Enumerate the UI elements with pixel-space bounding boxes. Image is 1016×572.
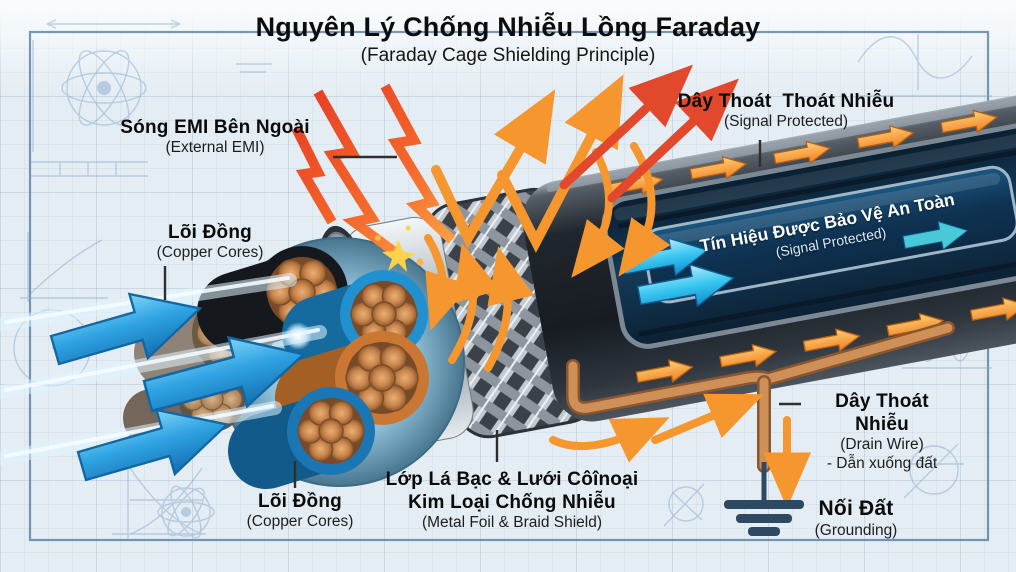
label-copper-cores-bottom: Lõi Đồng (Copper Cores) xyxy=(246,491,354,531)
ground-symbol xyxy=(724,462,804,536)
emi-deflection-arrows xyxy=(424,142,671,372)
signal-arrows xyxy=(0,273,327,500)
label-signal-protected-top: Dây Thoát Thoát Nhiễu (Signal Protected) xyxy=(677,91,895,131)
reflected-emi-arrows xyxy=(431,64,739,253)
label-grounding: Nối Đất (Grounding) xyxy=(814,497,898,539)
page-subtitle: (Faraday Cage Shielding Principle) xyxy=(360,45,656,66)
emi-lightning-bolts xyxy=(291,83,456,261)
page-title: Nguyên Lý Chống Nhiễu Lồng Faraday xyxy=(255,12,761,42)
atom-icon xyxy=(61,50,147,126)
impact-sparks xyxy=(375,225,424,272)
label-copper-cores-top: Lõi Đồng (Copper Cores) xyxy=(156,222,264,262)
drain-flow-arrows xyxy=(549,393,811,509)
label-external-emi: Sóng EMI Bên Ngoài (External EMI) xyxy=(120,117,310,157)
label-drain-wire: Dây Thoát Nhiễu (Drain Wire) - Dẫn xuống… xyxy=(826,391,938,473)
copper-core xyxy=(287,387,375,475)
leader-lines xyxy=(163,140,801,488)
label-shield: Lớp Lá Bạc & Lưới Côînoại Kim Loại Chống… xyxy=(385,469,639,532)
atom-icon xyxy=(157,485,215,539)
title-block: Nguyên Lý Chống Nhiễu Lồng Faraday (Fara… xyxy=(158,12,858,67)
